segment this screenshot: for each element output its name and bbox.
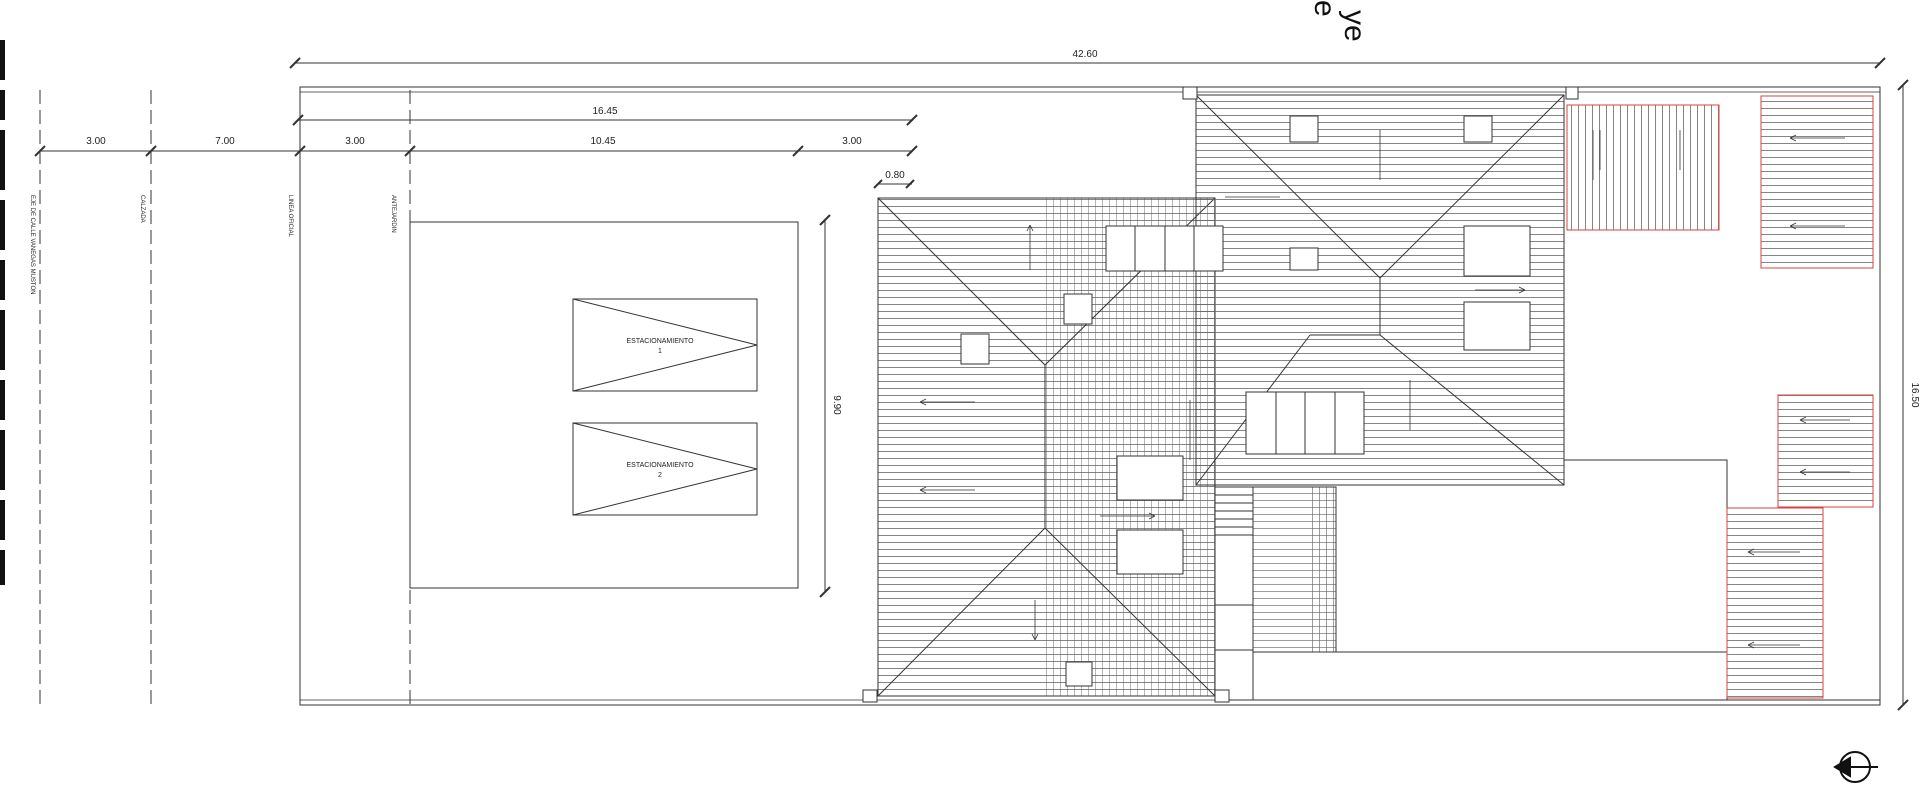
- parking-area: [409, 221, 799, 589]
- dimension-overall-width: [1897, 79, 1909, 711]
- axis-label-front-garden: ANTEJARDIN: [390, 195, 396, 233]
- parking-number-2: 2: [658, 472, 662, 479]
- dimension-label-seg2: 7.00: [215, 136, 235, 147]
- dimension-label-parking-depth: 9.90: [831, 395, 842, 415]
- dimension-overall-length: [289, 57, 1886, 69]
- parking-space-1: [572, 298, 758, 392]
- skylights: [960, 115, 1531, 687]
- parking-label-1: ESTACIONAMIENTO: [626, 338, 694, 345]
- dimension-label-overall-width: 16.50: [1909, 382, 1919, 407]
- dimension-label-seg1: 3.00: [86, 136, 106, 147]
- dimension-sub-total: [292, 114, 918, 126]
- axis-label-official-line: LINEA OFICIAL: [287, 195, 293, 238]
- axis-label-roadway: CALZADA: [139, 195, 145, 223]
- axis-lines: [39, 90, 411, 705]
- header-text-1: ye: [1338, 10, 1371, 42]
- dimension-label-sub-total: 16.45: [592, 106, 617, 117]
- axis-label-street: EJE DE CALLE VANEGAS MUSTON: [29, 195, 35, 294]
- boundary-notches: [862, 86, 1579, 703]
- dimension-label-seg3: 3.00: [345, 136, 365, 147]
- red-element-arrows: [1599, 130, 1850, 649]
- stair-core: [1214, 486, 1254, 701]
- north-arrow-icon: [1833, 751, 1878, 783]
- dimension-segments: [34, 145, 918, 157]
- dimension-label-seg4: 10.45: [590, 136, 615, 147]
- parking-space-2: [572, 422, 758, 516]
- dimension-parking-depth: [819, 214, 831, 598]
- roof-strip: [1252, 486, 1337, 653]
- dimension-label-seg5: 3.00: [842, 136, 862, 147]
- dimension-label-overall-length: 42.60: [1072, 49, 1097, 60]
- left-edge-title: [0, 40, 5, 585]
- parking-label-2: ESTACIONAMIENTO: [626, 462, 694, 469]
- dimension-small: [873, 179, 915, 189]
- parking-number-1: 1: [658, 348, 662, 355]
- slope-arrows: [919, 130, 1594, 641]
- dimension-label-small: 0.80: [885, 170, 905, 181]
- roof-red-elements: [1566, 95, 1874, 699]
- header-text-2: e: [1308, 0, 1341, 17]
- roof-left: [877, 197, 1216, 697]
